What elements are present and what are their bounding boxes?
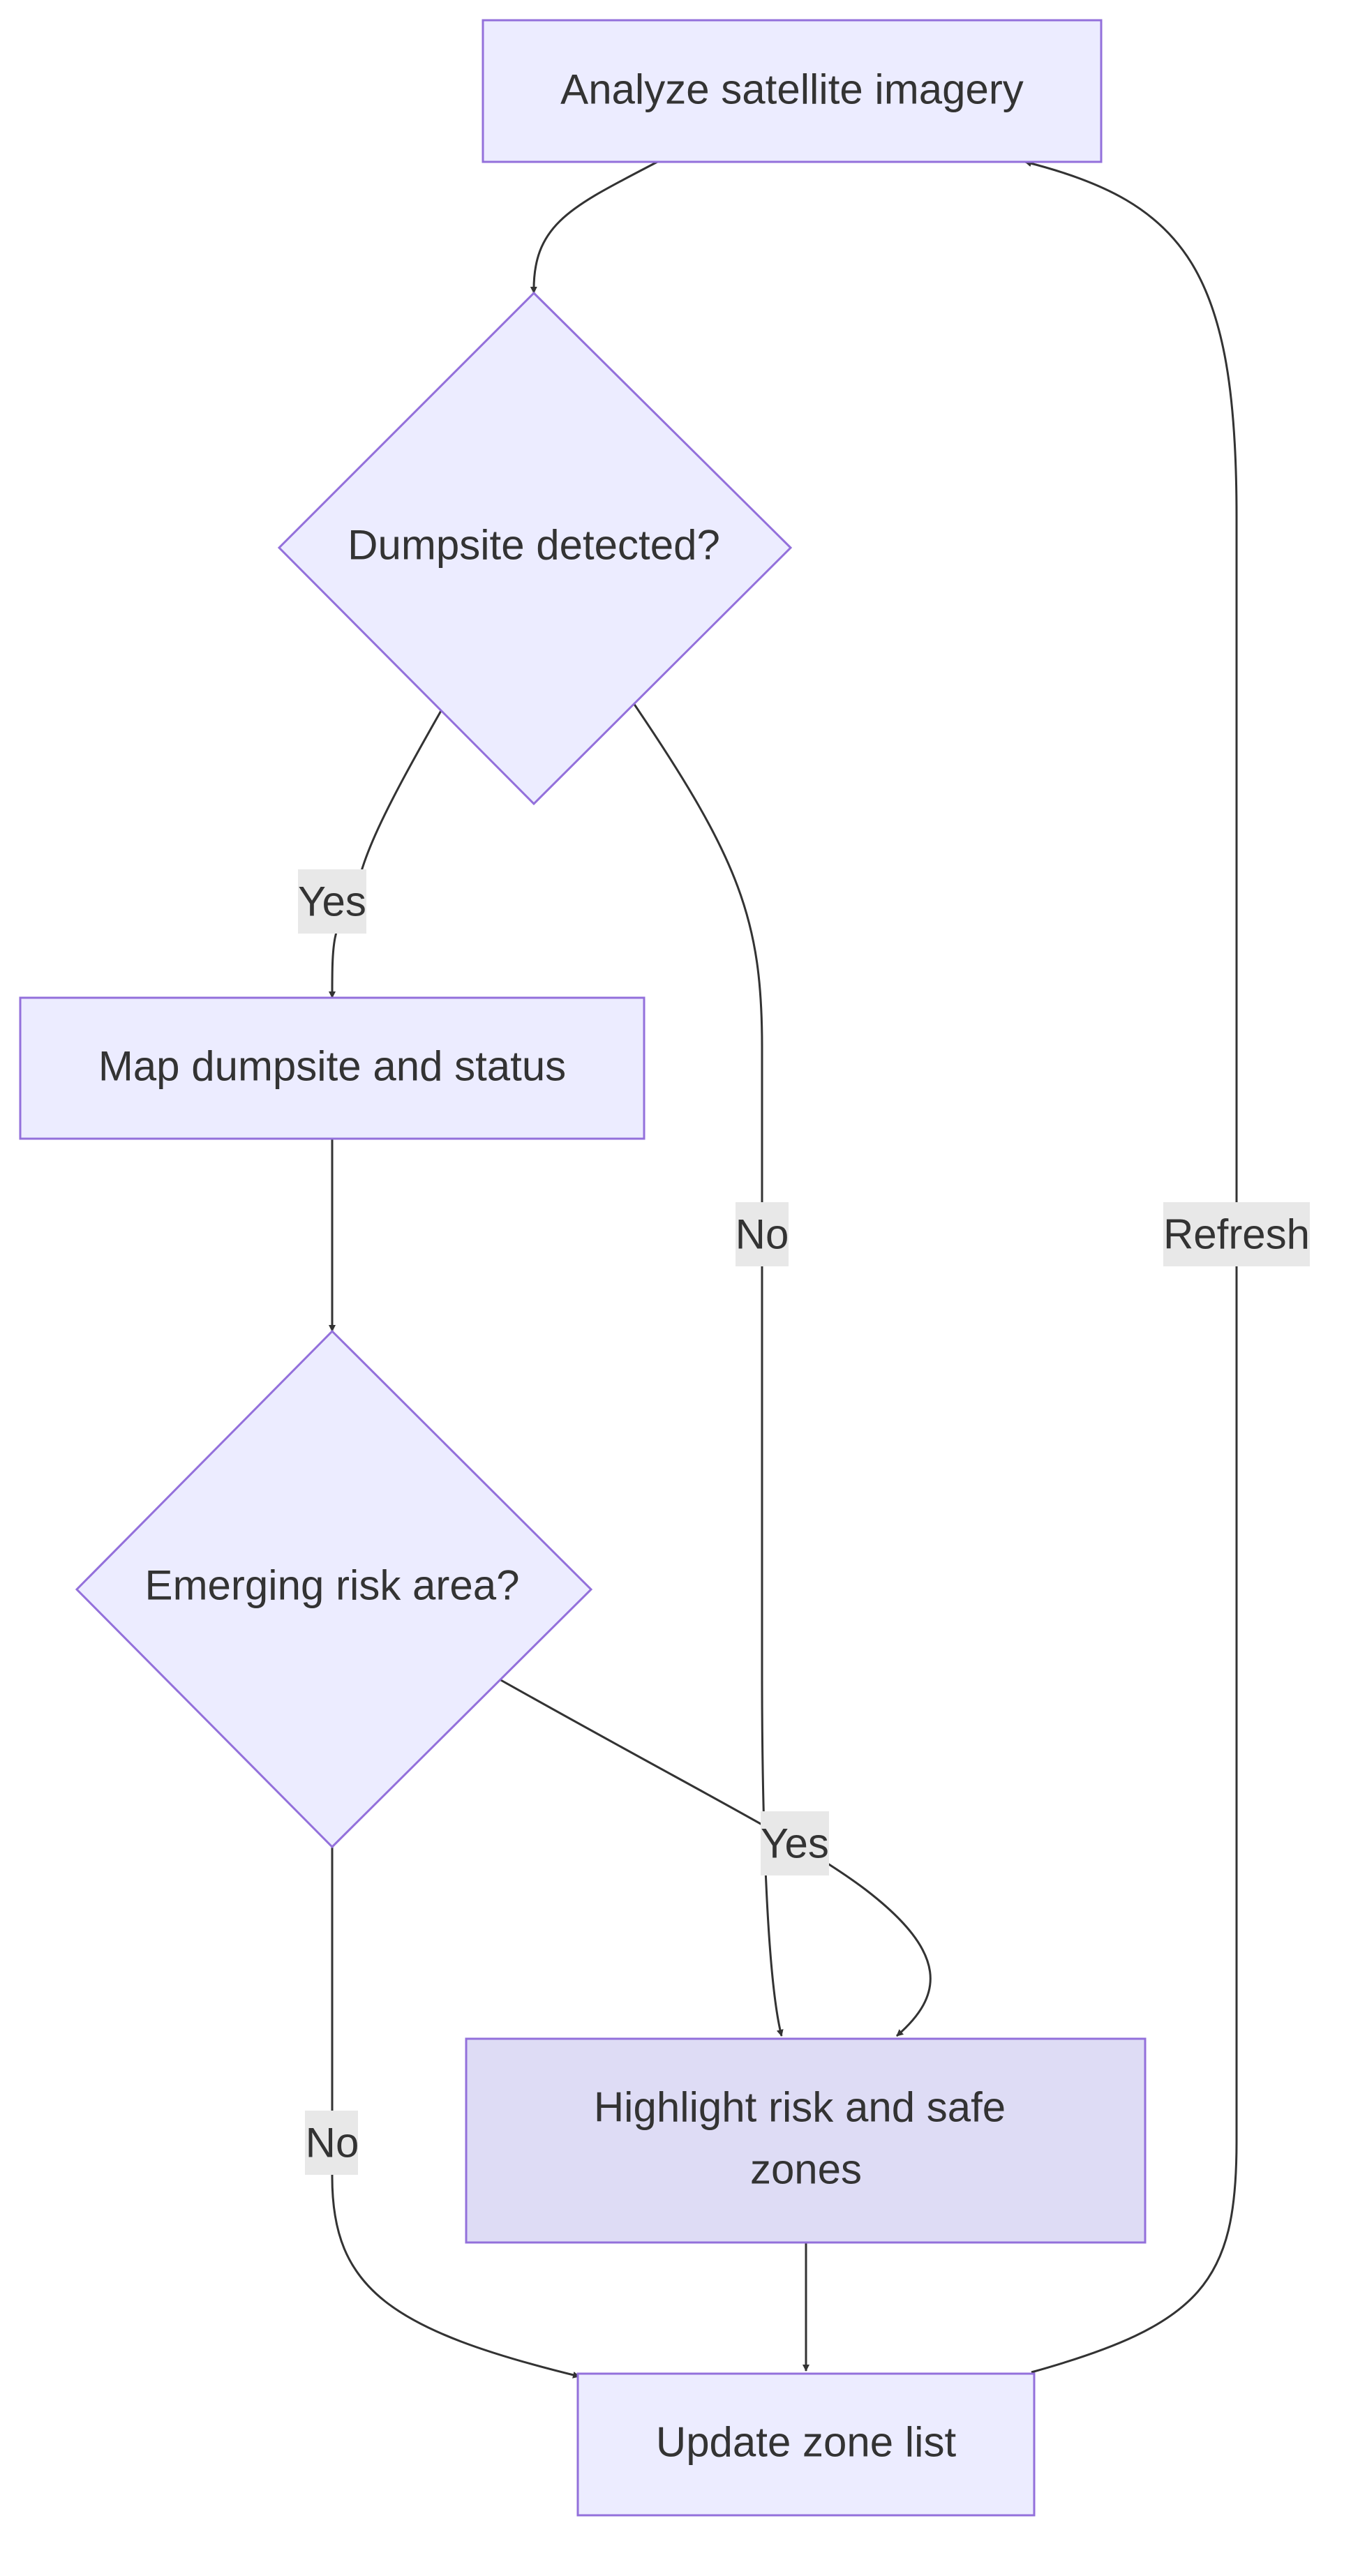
svg-text:Refresh: Refresh — [1163, 1211, 1310, 1258]
svg-text:Update zone list: Update zone list — [656, 2419, 957, 2466]
edge-update-refresh-to-analyze — [1024, 160, 1238, 2374]
svg-text:Highlight risk and safe: Highlight risk and safe — [594, 2084, 1006, 2131]
edges — [329, 160, 1238, 2379]
node-update-zone-list: Update zone list — [576, 2372, 1036, 2517]
svg-text:No: No — [736, 1211, 789, 1258]
svg-text:Yes: Yes — [761, 1820, 829, 1867]
edge-risk-yes-to-highlight — [499, 1678, 932, 2037]
edge-analyze-to-dumpsite-decision — [530, 160, 658, 294]
svg-text:Emerging risk area?: Emerging risk area? — [145, 1562, 520, 1609]
edge-dumpsite-yes-to-map — [329, 709, 443, 998]
svg-text:Map dumpsite and status: Map dumpsite and status — [98, 1043, 566, 1090]
edge-label-dumpsite-yes: Yes — [298, 869, 366, 934]
edge-labels: Yes No Refresh Yes No — [298, 869, 1310, 2175]
edge-label-risk-no: No — [305, 2111, 359, 2175]
svg-text:Analyze satellite imagery: Analyze satellite imagery — [560, 66, 1024, 113]
node-map-dumpsite-and-status: Map dumpsite and status — [19, 996, 645, 1140]
svg-text:No: No — [306, 2120, 359, 2166]
edge-label-dumpsite-no: No — [736, 1202, 789, 1266]
node-dumpsite-detected-decision: Dumpsite detected? — [277, 291, 793, 806]
node-highlight-risk-and-safe-zones: Highlight risk and safe zones — [465, 2037, 1147, 2244]
edge-label-risk-yes: Yes — [761, 1811, 829, 1875]
svg-text:Dumpsite detected?: Dumpsite detected? — [348, 522, 720, 569]
edge-label-refresh: Refresh — [1163, 1202, 1310, 1266]
edge-dumpsite-no-to-highlight — [632, 703, 784, 2037]
node-analyze-satellite-imagery: Analyze satellite imagery — [482, 19, 1103, 163]
node-emerging-risk-area-decision: Emerging risk area? — [75, 1329, 593, 1849]
edge-risk-no-to-update — [331, 1847, 580, 2379]
svg-text:zones: zones — [750, 2146, 862, 2193]
svg-text:Yes: Yes — [298, 878, 366, 925]
